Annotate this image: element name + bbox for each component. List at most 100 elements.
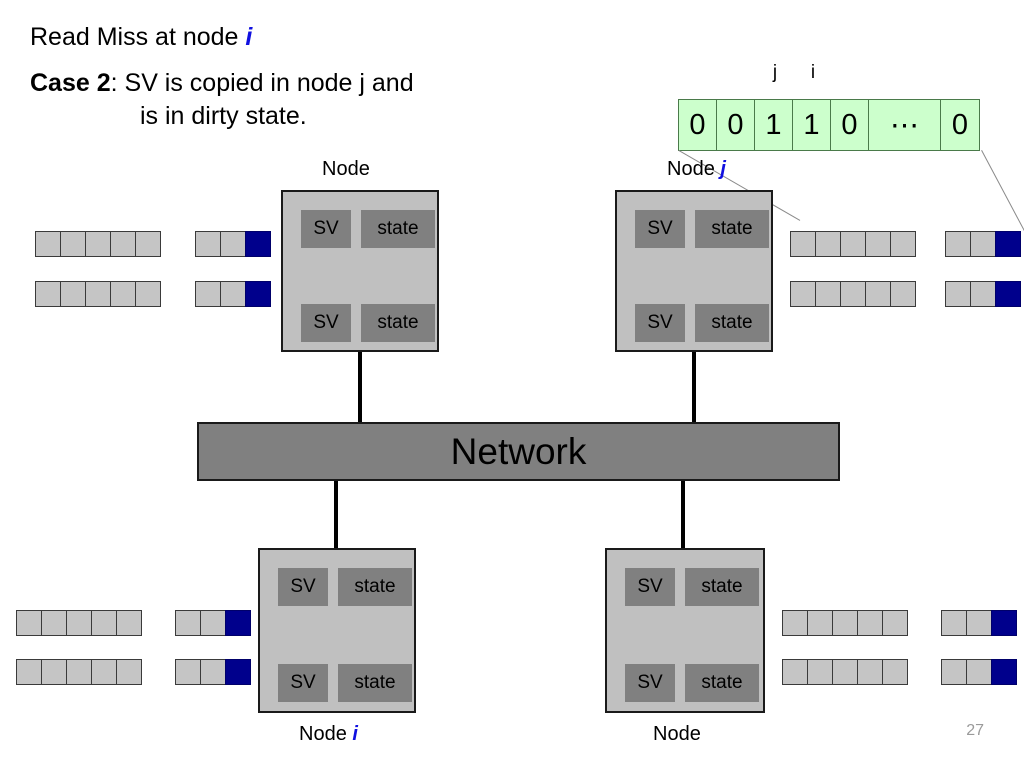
- page-title: Read Miss at node i: [30, 22, 252, 52]
- node-caption-top-right: Node j: [667, 158, 726, 181]
- vector-bit: [41, 659, 67, 685]
- sharing-vector: 0 0 1 1 0 ⋯ 0: [678, 99, 980, 151]
- node-box-top-left: SV state SV state: [281, 190, 439, 352]
- state-vector-long: [16, 659, 142, 685]
- vector-bit: [35, 281, 61, 307]
- network-link-top-right: [692, 352, 696, 422]
- vector-bit: [790, 281, 816, 307]
- network-label: Network: [450, 430, 587, 472]
- node-box-bottom-right: SV state SV state: [605, 548, 765, 713]
- node-slot-sv: SV: [278, 664, 328, 702]
- node-caption-bottom-left: Node i: [299, 723, 358, 746]
- sharing-vector-ellipsis: ⋯: [869, 100, 941, 150]
- vector-bit: [941, 659, 967, 685]
- node-slot-sv: SV: [301, 304, 351, 342]
- vector-bit: [832, 659, 858, 685]
- node-caption-bottom-right: Node: [653, 723, 701, 746]
- state-vector-short: [945, 281, 1021, 307]
- node-slot-sv: SV: [635, 210, 685, 248]
- vector-bit: [116, 659, 142, 685]
- state-vector-long: [16, 610, 142, 636]
- vector-bit: [195, 231, 221, 257]
- state-vector-short: [175, 659, 251, 685]
- node-slot-sv: SV: [625, 568, 675, 606]
- node-slot-sv: SV: [278, 568, 328, 606]
- vector-bit-set: [225, 610, 251, 636]
- case-label: Case 2: [30, 69, 111, 97]
- vector-bit-set: [995, 231, 1021, 257]
- state-vector-long: [782, 659, 908, 685]
- node-caption-text: Node: [322, 158, 370, 180]
- network-link-bottom-right: [681, 481, 685, 548]
- vector-bit-set: [245, 231, 271, 257]
- node-slot-state: state: [361, 304, 435, 342]
- sharing-vector-cell: 1: [793, 100, 831, 150]
- vector-bit: [945, 231, 971, 257]
- vector-bit: [16, 610, 42, 636]
- vector-bit: [110, 281, 136, 307]
- page-title-text: Read Miss at node: [30, 23, 246, 51]
- node-slot-state: state: [338, 664, 412, 702]
- network-bar: Network: [197, 422, 840, 481]
- sharing-vector-cell: 1: [755, 100, 793, 150]
- vector-bit: [882, 659, 908, 685]
- sharing-vector-cell: 0: [679, 100, 717, 150]
- vector-bit: [865, 231, 891, 257]
- vector-bit: [840, 281, 866, 307]
- vector-bit: [220, 231, 246, 257]
- vector-bit: [840, 231, 866, 257]
- vector-bit: [966, 659, 992, 685]
- vector-bit: [200, 659, 226, 685]
- vector-bit: [832, 610, 858, 636]
- vector-bit: [16, 659, 42, 685]
- bitvector-index-i: i: [810, 62, 816, 83]
- leader-line-right: [981, 150, 1024, 239]
- vector-bit: [91, 659, 117, 685]
- vector-bit: [782, 610, 808, 636]
- state-vector-short: [941, 659, 1017, 685]
- case-text-line2: is in dirty state.: [140, 102, 307, 130]
- node-slot-state: state: [338, 568, 412, 606]
- node-slot-sv: SV: [625, 664, 675, 702]
- vector-bit: [60, 281, 86, 307]
- node-slot-sv: SV: [301, 210, 351, 248]
- vector-bit: [41, 610, 67, 636]
- page-number: 27: [966, 722, 984, 739]
- vector-bit: [66, 659, 92, 685]
- vector-bit: [91, 610, 117, 636]
- vector-bit: [135, 281, 161, 307]
- network-link-bottom-left: [334, 481, 338, 548]
- state-vector-long: [782, 610, 908, 636]
- vector-bit: [220, 281, 246, 307]
- vector-bit-set: [991, 659, 1017, 685]
- vector-bit: [66, 610, 92, 636]
- vector-bit: [135, 231, 161, 257]
- node-slot-sv: SV: [635, 304, 685, 342]
- vector-bit: [807, 610, 833, 636]
- node-box-bottom-left: SV state SV state: [258, 548, 416, 713]
- vector-bit: [35, 231, 61, 257]
- vector-bit: [175, 659, 201, 685]
- node-caption-variable: i: [352, 723, 358, 745]
- vector-bit: [85, 231, 111, 257]
- state-vector-short: [941, 610, 1017, 636]
- vector-bit: [790, 231, 816, 257]
- vector-bit: [970, 281, 996, 307]
- vector-bit: [815, 281, 841, 307]
- vector-bit: [782, 659, 808, 685]
- vector-bit: [195, 281, 221, 307]
- bitvector-index-j: j: [772, 62, 778, 83]
- case-description-line2: is in dirty state.: [140, 101, 307, 131]
- node-slot-state: state: [685, 664, 759, 702]
- vector-bit: [807, 659, 833, 685]
- sharing-vector-cell: 0: [941, 100, 979, 150]
- vector-bit: [890, 281, 916, 307]
- vector-bit: [966, 610, 992, 636]
- node-slot-state: state: [361, 210, 435, 248]
- page-title-variable: i: [245, 23, 253, 51]
- state-vector-long: [790, 231, 916, 257]
- state-vector-short: [195, 231, 271, 257]
- vector-bit: [85, 281, 111, 307]
- state-vector-long: [35, 231, 161, 257]
